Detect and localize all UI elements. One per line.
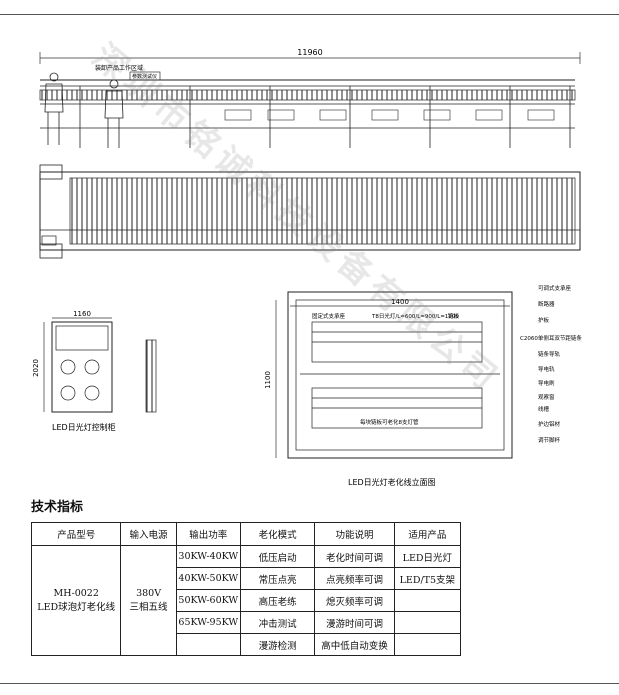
cabinet-height-text: 2020 (32, 359, 40, 377)
product-cell: LED/T5支架 (393, 567, 462, 590)
product-cell (393, 633, 462, 656)
function-cell: 漫游时间可调 (314, 611, 395, 634)
callout: 链条导轨 (538, 350, 561, 358)
product-cell (393, 611, 462, 634)
callout: 观察窗 (538, 393, 555, 401)
input-power-cell: 380V 三相五线 (120, 545, 177, 656)
callout: 护边铝材 (538, 420, 561, 428)
callout: 断路器 (538, 300, 555, 308)
callout: 调节脚杯 (538, 436, 561, 444)
callout: 可调式支承座 (538, 284, 572, 292)
spec-header-row: 产品型号 输入电源 输出功率 老化模式 功能说明 适用产品 (30, 522, 462, 546)
mode-cell: 漫游检测 (239, 633, 316, 656)
table-row: 50KW-60KW 高压老练 熄灭频率可调 (32, 589, 462, 612)
tooling-area-label: 装卸产品工作区域 (95, 64, 143, 72)
line-side-elevation: 参数测试仪 装卸产品工作区域 (39, 64, 576, 148)
line-plan-view (39, 164, 581, 259)
operator-figure-right (104, 79, 124, 148)
elevation-view: 1400 1100 固定式支承座 T8日光灯/L=600/L=900/L=120… (264, 284, 582, 487)
elevation-height-text: 1100 (264, 371, 272, 389)
total-length-text: 11960 (297, 48, 322, 57)
header-cell: 输入电源 (120, 522, 177, 546)
model-name: LED球泡灯老化线 (37, 602, 116, 613)
output-power-cell (175, 633, 241, 656)
header-cell: 输出功率 (175, 522, 241, 546)
function-cell: 老化时间可调 (314, 545, 395, 568)
product-cell: LED日光灯 (393, 545, 462, 568)
header-cell: 产品型号 (30, 522, 122, 546)
chain-plate-note: 链板 (448, 312, 460, 320)
elevation-callouts: 可调式支承座 断路器 护板 C2060单侧耳双节距链条 链条导轨 导电轨 导电刷… (520, 284, 582, 444)
input-phase: 三相五线 (129, 602, 168, 613)
product-cell (393, 589, 462, 612)
function-cell: 熄灭频率可调 (314, 589, 395, 612)
tube-lengths-note: T8日光灯/L=600/L=900/L=1200 (371, 312, 459, 320)
technical-drawing: 11960 参数测试仪 装卸产品工作区域 (32, 48, 582, 487)
elevation-caption: LED日光灯老化线立面图 (348, 477, 436, 487)
output-power-cell: 40KW-50KW (175, 567, 241, 590)
mode-cell: 高压老练 (239, 589, 316, 612)
mode-cell: 低压启动 (239, 545, 316, 568)
table-row: MH-0022 LED球泡灯老化线 380V 三相五线 30KW-40KW 低压… (30, 545, 462, 656)
header-cell: 适用产品 (393, 522, 462, 546)
per-plate-note: 每块链板可老化8支灯管 (360, 418, 419, 426)
operator-figure-left (44, 72, 64, 145)
function-cell: 高中低自动变换 (314, 633, 395, 656)
param-tester-label: 参数测试仪 (132, 73, 157, 80)
output-power-cell: 65KW-95KW (175, 611, 241, 634)
cabinet-caption: LED日光灯控制柜 (52, 422, 116, 432)
bottom-border-line (0, 683, 619, 684)
model-number: MH-0022 (53, 588, 99, 599)
callout: 导电刷 (538, 379, 555, 387)
cabinet-width-text: 1160 (73, 310, 91, 318)
elevation-width-text: 1400 (391, 298, 409, 306)
callout: C2060单侧耳双节距链条 (520, 334, 582, 342)
table-row: 65KW-95KW 冲击测试 漫游时间可调 (32, 611, 462, 634)
callout: 线槽 (538, 405, 550, 413)
header-cell: 老化模式 (239, 522, 316, 546)
fixed-hanger-note: 固定式支承座 (312, 312, 346, 320)
output-power-cell: 30KW-40KW (175, 545, 241, 568)
output-power-cell: 50KW-60KW (175, 589, 241, 612)
model-cell: MH-0022 LED球泡灯老化线 (30, 545, 122, 656)
total-length-dimension: 11960 (39, 48, 581, 64)
table-row: 40KW-50KW 常压点亮 点亮频率可调 LED/T5支架 (32, 567, 462, 590)
function-cell: 点亮频率可调 (314, 567, 395, 590)
spec-table: 产品型号 输入电源 输出功率 老化模式 功能说明 适用产品 MH-0022 LE… (30, 522, 462, 656)
header-cell: 功能说明 (314, 522, 395, 546)
control-cabinet-drawing: 1160 2020 LED日光灯控制柜 (32, 310, 157, 432)
callout: 护板 (538, 316, 550, 324)
top-border-line (0, 14, 619, 15)
table-row: 漫游检测 高中低自动变换 (32, 633, 462, 656)
mode-cell: 冲击测试 (239, 611, 316, 634)
callout: 导电轨 (538, 365, 555, 373)
input-voltage: 380V (136, 588, 162, 599)
spec-title: 技术指标 (31, 500, 84, 515)
mode-cell: 常压点亮 (239, 567, 316, 590)
